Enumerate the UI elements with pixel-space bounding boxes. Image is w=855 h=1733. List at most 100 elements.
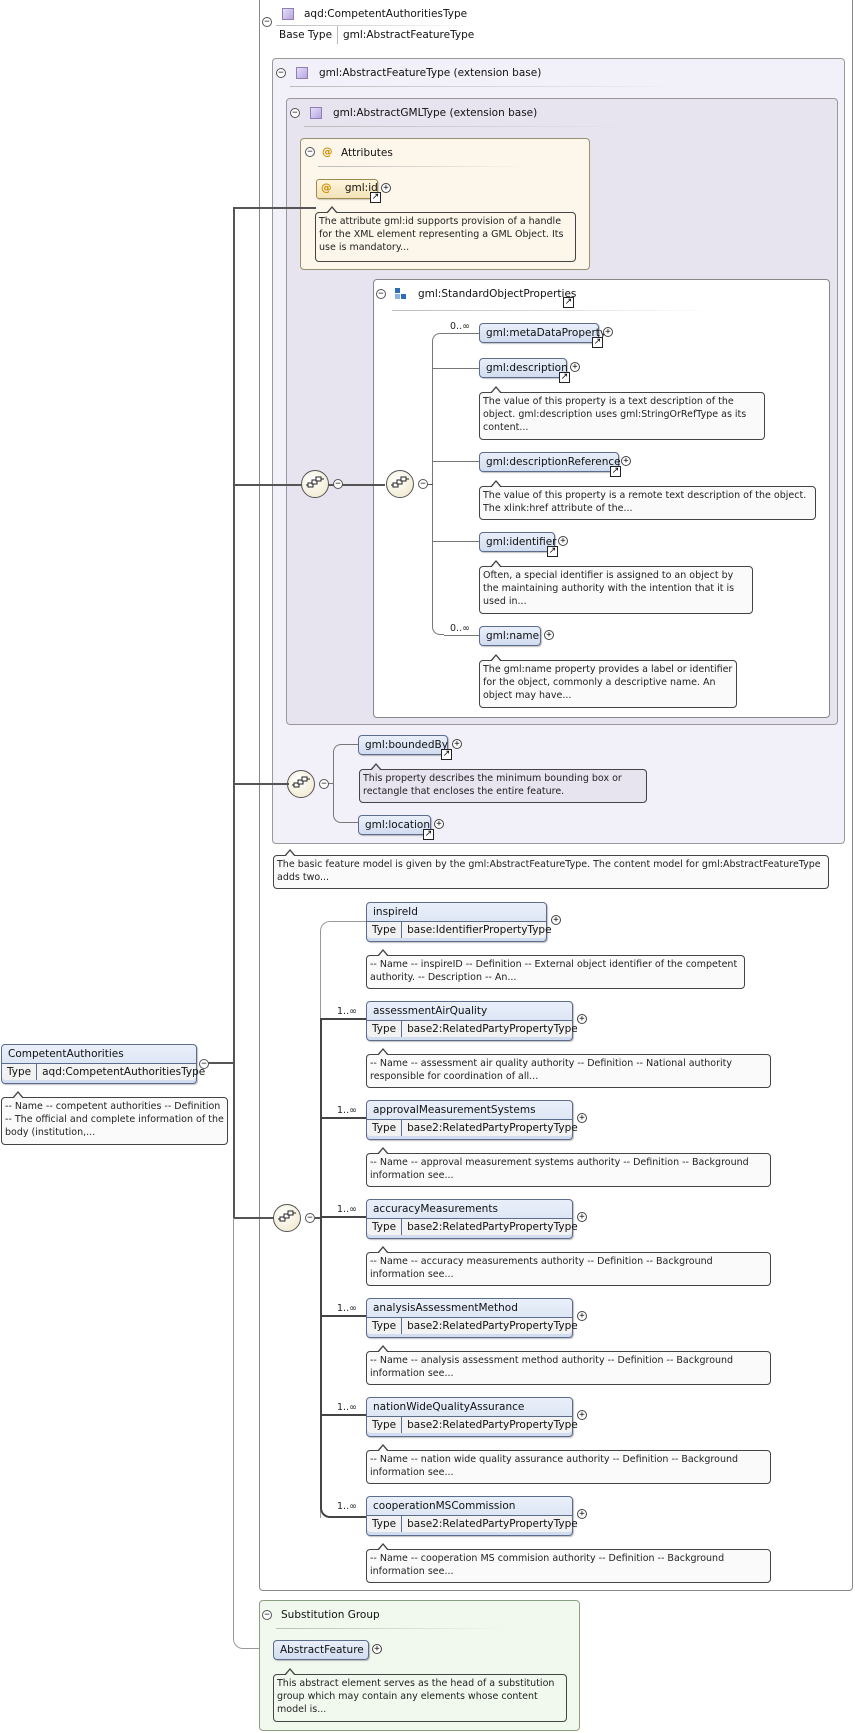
sequence-compositor-icon[interactable] (301, 470, 329, 498)
sequence-compositor-icon[interactable] (386, 470, 414, 498)
type-value: base2:RelatedPartyPropertyType (407, 1320, 578, 1332)
expand-icon[interactable]: + (551, 915, 561, 925)
connector-line (444, 333, 479, 334)
type-key: Type (367, 1516, 403, 1532)
expand-icon[interactable]: + (570, 362, 580, 372)
type-value: base2:RelatedPartyPropertyType (407, 1023, 578, 1035)
expand-icon[interactable]: + (558, 536, 568, 546)
reference-arrow-icon[interactable]: ↗ (559, 372, 570, 383)
connector-line (233, 484, 303, 486)
type-name: aqd:CompetentAuthoritiesType (304, 8, 468, 20)
connector-line (444, 635, 479, 636)
type-key: Type (367, 1021, 403, 1037)
element-name: approvalMeasurementSystems (373, 1104, 536, 1116)
element-description[interactable]: gml:description (479, 358, 568, 378)
element-location[interactable]: gml:location (358, 815, 431, 835)
collapse-substitution-toggle[interactable]: − (262, 1610, 272, 1620)
expand-icon[interactable]: + (577, 1509, 587, 1519)
attribute-icon: @ (321, 182, 332, 194)
element-name: gml:name (486, 630, 540, 642)
connector-line (233, 783, 289, 785)
reference-arrow-icon[interactable]: ↗ (610, 466, 621, 477)
divider (304, 126, 634, 127)
type-value: aqd:CompetentAuthoritiesType (42, 1066, 206, 1078)
collapse-sequence-toggle[interactable]: − (418, 479, 428, 489)
element-name: gml:descriptionReference (486, 456, 621, 468)
collapse-extension-toggle[interactable]: − (276, 68, 286, 78)
element-metadataproperty[interactable]: gml:metaDataProperty (479, 323, 606, 343)
root-element-doc: -- Name -- competent authorities -- Defi… (1, 1091, 228, 1145)
reference-arrow-icon[interactable]: ↗ (592, 337, 603, 348)
element-doc: This property describes the minimum boun… (359, 763, 647, 803)
collapse-element-toggle[interactable]: − (199, 1059, 209, 1069)
complex-type-icon (296, 67, 308, 79)
reference-arrow-icon[interactable]: ↗ (441, 749, 452, 760)
expand-icon[interactable]: + (372, 1644, 382, 1654)
expand-icon[interactable]: + (577, 1113, 587, 1123)
collapse-sequence-toggle[interactable]: − (333, 479, 343, 489)
cardinality: 0..∞ (450, 623, 470, 634)
element-boundedby[interactable]: gml:boundedBy (358, 735, 448, 755)
element-name: gml:description (486, 362, 568, 374)
expand-icon[interactable]: + (544, 630, 554, 640)
element-doc: -- Name -- nation wide quality assurance… (366, 1444, 771, 1484)
expand-icon[interactable]: + (577, 1212, 587, 1222)
element-name-prop[interactable]: gml:name (479, 626, 541, 646)
cardinality: 1..∞ (337, 1105, 357, 1116)
element-descriptionreference[interactable]: gml:descriptionReference (479, 452, 621, 472)
connector-line (233, 1218, 273, 1649)
divider (276, 1628, 506, 1629)
sequence-compositor-icon[interactable] (273, 1204, 301, 1232)
substitution-title: Substitution Group (281, 1609, 380, 1621)
connector-line (320, 1018, 366, 1518)
element-doc: -- Name -- analysis assessment method au… (366, 1345, 771, 1385)
expand-icon[interactable]: + (434, 819, 444, 829)
reference-arrow-icon[interactable]: ↗ (370, 192, 381, 203)
extension-doc: The basic feature model is given by the … (273, 849, 829, 889)
expand-icon[interactable]: + (577, 1311, 587, 1321)
element-doc: The gml:name property provides a label o… (479, 654, 737, 708)
element-doc: The value of this property is a text des… (479, 386, 765, 440)
connector-line (315, 1217, 322, 1219)
complex-type-icon (282, 8, 294, 20)
expand-icon[interactable]: + (577, 1014, 587, 1024)
sequence-compositor-icon[interactable] (287, 770, 315, 798)
element-identifier[interactable]: gml:identifier (479, 532, 556, 552)
expand-icon[interactable]: + (621, 456, 631, 466)
collapse-sequence-toggle[interactable]: − (305, 1213, 315, 1223)
connector-line (320, 1117, 366, 1119)
cardinality: 1..∞ (337, 1006, 357, 1017)
collapse-attributes-toggle[interactable]: − (305, 147, 315, 157)
extension-title: gml:AbstractGMLType (extension base) (333, 107, 538, 119)
expand-icon[interactable]: + (603, 327, 613, 337)
expand-icon[interactable]: + (452, 739, 462, 749)
attribute-gml-id[interactable]: @ gml:id (316, 179, 378, 199)
connector-line (208, 1062, 234, 1064)
cardinality: 1..∞ (337, 1204, 357, 1215)
collapse-group-toggle[interactable]: − (376, 289, 386, 299)
reference-arrow-icon[interactable]: ↗ (547, 546, 558, 557)
connector-line (333, 744, 359, 823)
collapse-sequence-toggle[interactable]: − (319, 779, 329, 789)
divider (392, 310, 712, 311)
collapse-type-toggle[interactable]: − (262, 17, 272, 27)
reference-arrow-icon[interactable]: ↗ (423, 829, 434, 840)
reference-arrow-icon[interactable]: ↗ (563, 297, 574, 308)
expand-icon[interactable]: + (381, 183, 391, 193)
attribute-icon: @ (322, 146, 333, 158)
collapse-extension-toggle[interactable]: − (290, 108, 300, 118)
expand-icon[interactable]: + (577, 1410, 587, 1420)
element-abstractfeature[interactable]: AbstractFeature (273, 1640, 369, 1660)
group-title: gml:StandardObjectProperties (418, 288, 577, 300)
element-doc: Often, a special identifier is assigned … (479, 560, 753, 614)
type-key: Type (2, 1064, 38, 1080)
element-doc: -- Name -- accuracy measurements authori… (366, 1246, 771, 1286)
